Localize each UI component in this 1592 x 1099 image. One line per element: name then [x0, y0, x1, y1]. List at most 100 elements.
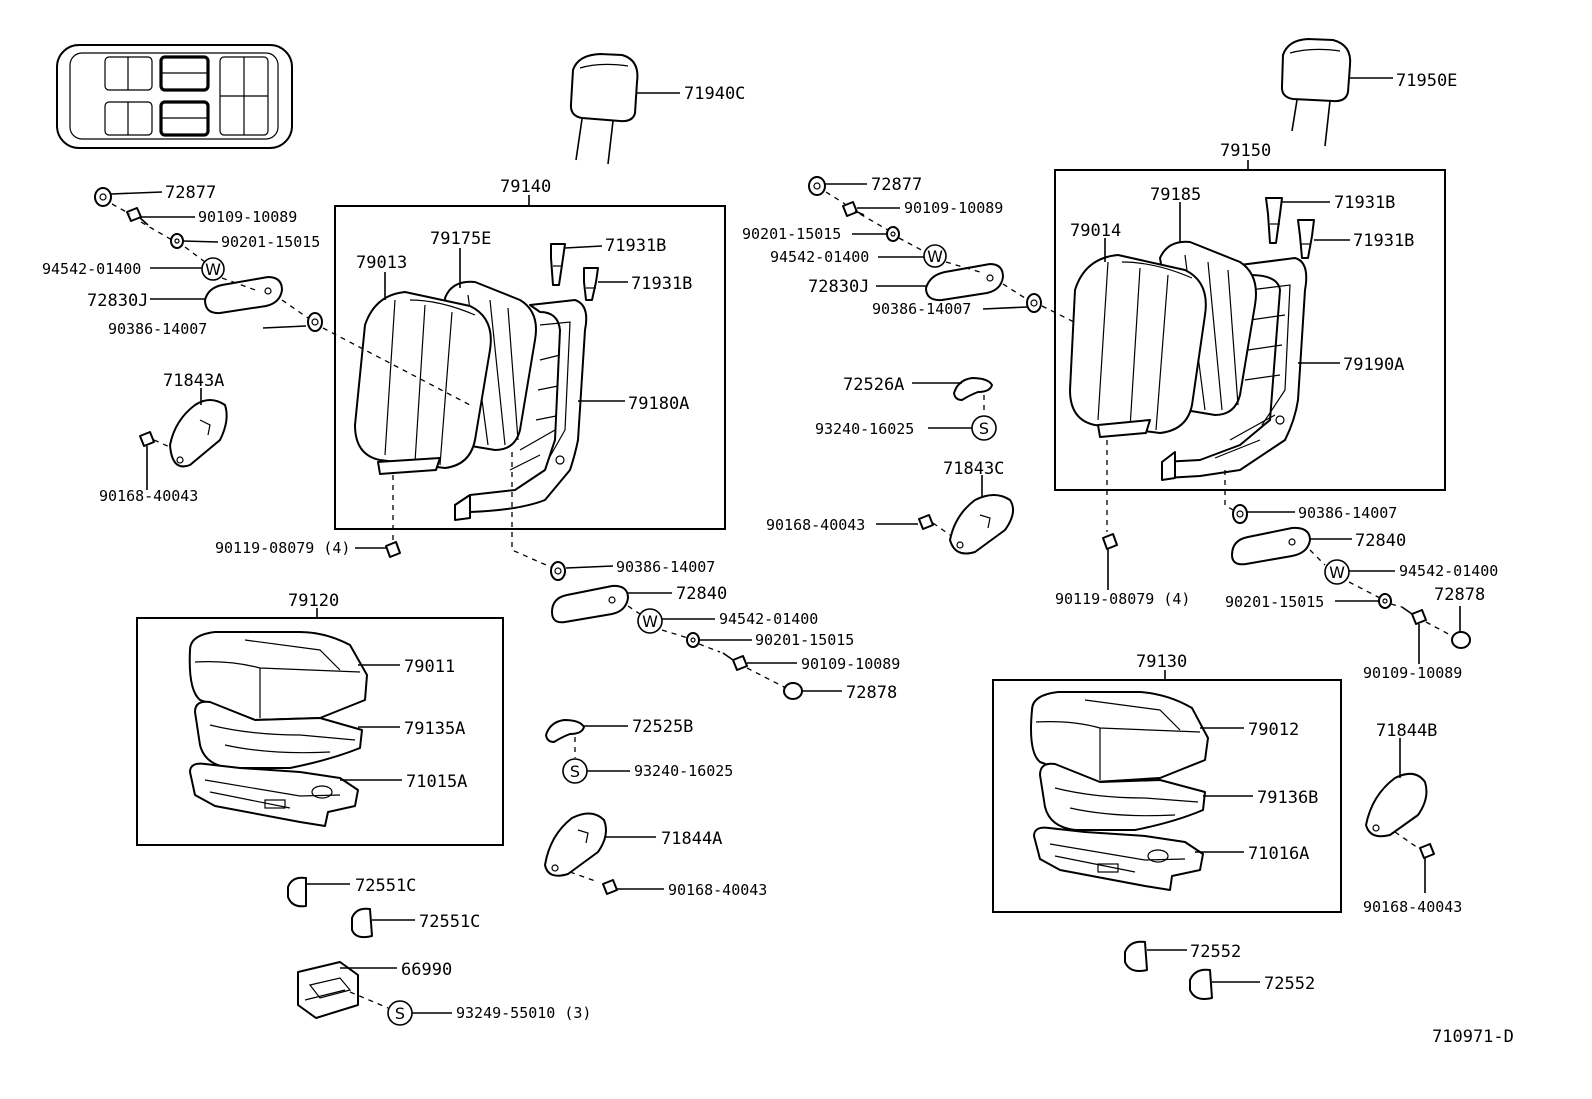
washer-symbol: W — [1329, 563, 1345, 582]
label-93240-16025-mid: 93240-16025 — [815, 420, 914, 438]
bolt-90119-left — [385, 541, 401, 558]
label-71931B-3: 71931B — [1334, 193, 1395, 213]
cap-72878-low — [783, 682, 803, 700]
bush-90386-left — [307, 312, 323, 332]
bush-90386-low — [550, 561, 566, 581]
label-72840-right: 72840 — [1355, 531, 1406, 551]
pad-79136B — [1039, 762, 1206, 831]
seat-cushion-box-right — [992, 679, 1342, 913]
label-72551C-1: 72551C — [355, 876, 416, 896]
screw-90168-right — [1419, 843, 1435, 859]
frame-71016A — [1033, 826, 1204, 891]
label-79136B: 79136B — [1257, 788, 1318, 808]
wwasher-94542-right: W — [1324, 559, 1350, 585]
label-71844A: 71844A — [661, 829, 722, 849]
label-90168-40043-left: 90168-40043 — [99, 487, 198, 505]
label-90201-15015-mid: 90201-15015 — [742, 225, 841, 243]
armrest-72830J-mid — [925, 263, 1004, 302]
headrest-left — [569, 53, 680, 165]
label-93249-55010: 93249-55010 (3) — [456, 1004, 591, 1022]
label-90119-08079-left: 90119-08079 (4) — [215, 539, 350, 557]
label-72552-1: 72552 — [1190, 942, 1241, 962]
label-79150: 79150 — [1220, 141, 1271, 161]
label-71940C: 71940C — [684, 84, 745, 104]
seatback-assembly-box-right — [1054, 169, 1446, 491]
screw-93240-low: S — [562, 758, 588, 784]
frame-71015A — [189, 762, 359, 827]
knob-72525B — [545, 719, 585, 743]
cushion-79012 — [1030, 691, 1209, 783]
washer-90201-low — [686, 632, 700, 648]
label-79175E: 79175E — [430, 229, 491, 249]
label-72878-right: 72878 — [1434, 585, 1485, 605]
screw-93249: S — [387, 1000, 413, 1026]
bolt-90119-right — [1102, 533, 1118, 550]
clip-72551C-1 — [287, 876, 307, 908]
label-94542-01400-low: 94542-01400 — [719, 610, 818, 628]
label-79135A: 79135A — [404, 719, 465, 739]
screw-90168-left — [139, 431, 155, 447]
label-72877-left: 72877 — [165, 183, 216, 203]
label-79180A: 79180A — [628, 394, 689, 414]
label-90386-14007-left: 90386-14007 — [108, 320, 207, 338]
armrest-72830J-left — [204, 276, 283, 315]
wwasher-94542-low: W — [637, 608, 663, 634]
bolt-90109-right — [1401, 606, 1427, 625]
cap-72877-mid — [808, 176, 826, 196]
pad-79135A — [194, 700, 363, 769]
label-72877-mid: 72877 — [871, 175, 922, 195]
armrest-72840-right — [1231, 526, 1311, 566]
seatback-cover-right — [1069, 254, 1207, 434]
washer-90201-right — [1378, 593, 1392, 609]
headrest-support-left-2 — [583, 267, 599, 301]
label-90386-14007-low: 90386-14007 — [616, 558, 715, 576]
label-94542-01400-left: 94542-01400 — [42, 260, 141, 278]
label-90168-40043-mid: 90168-40043 — [766, 516, 865, 534]
cap-72878-right — [1451, 631, 1471, 649]
label-71015A: 71015A — [406, 772, 467, 792]
label-71844B: 71844B — [1376, 721, 1437, 741]
label-79185: 79185 — [1150, 185, 1201, 205]
label-79120: 79120 — [288, 591, 339, 611]
label-71843A: 71843A — [163, 371, 224, 391]
seat-cushion-box-left — [136, 617, 504, 846]
bolt-90109-low — [722, 652, 748, 671]
washer-90201-left — [170, 233, 184, 249]
label-72526A: 72526A — [843, 375, 904, 395]
knob-72526A — [953, 377, 993, 401]
washer-symbol: W — [927, 247, 943, 266]
label-79130: 79130 — [1136, 652, 1187, 672]
screw-90168-low — [602, 879, 618, 895]
label-93240-16025-low: 93240-16025 — [634, 762, 733, 780]
label-71843C: 71843C — [943, 459, 1004, 479]
screw-93240-mid: S — [971, 415, 997, 441]
wwasher-94542-mid: W — [923, 244, 947, 268]
label-94542-01400-right: 94542-01400 — [1399, 562, 1498, 580]
label-79011: 79011 — [404, 657, 455, 677]
clip-72552-2 — [1189, 968, 1213, 1000]
headrest-support-right-2 — [1297, 219, 1315, 259]
cover-71843A — [169, 399, 228, 468]
label-94542-01400-mid: 94542-01400 — [770, 248, 869, 266]
washer-90201-mid — [886, 226, 900, 242]
wwasher-94542-left: W — [201, 257, 225, 281]
label-72525B: 72525B — [632, 717, 693, 737]
clip-72552-1 — [1124, 940, 1148, 972]
vehicle-locator-icon — [56, 44, 293, 149]
label-90201-15015-left: 90201-15015 — [221, 233, 320, 251]
screw-symbol: S — [979, 419, 989, 438]
cover-71844B — [1365, 772, 1428, 838]
label-72552-2: 72552 — [1264, 974, 1315, 994]
label-90109-10089-right: 90109-10089 — [1363, 664, 1462, 682]
cover-71843C — [949, 494, 1015, 555]
label-71016A: 71016A — [1248, 844, 1309, 864]
label-72551C-2: 72551C — [419, 912, 480, 932]
label-79014: 79014 — [1070, 221, 1121, 241]
cover-71844A — [544, 812, 607, 877]
label-66990: 66990 — [401, 960, 452, 980]
washer-symbol: W — [642, 612, 658, 631]
screw-symbol: S — [395, 1004, 405, 1023]
label-79190A: 79190A — [1343, 355, 1404, 375]
seatback-frame-right — [1161, 257, 1308, 479]
label-90109-10089-left: 90109-10089 — [198, 208, 297, 226]
